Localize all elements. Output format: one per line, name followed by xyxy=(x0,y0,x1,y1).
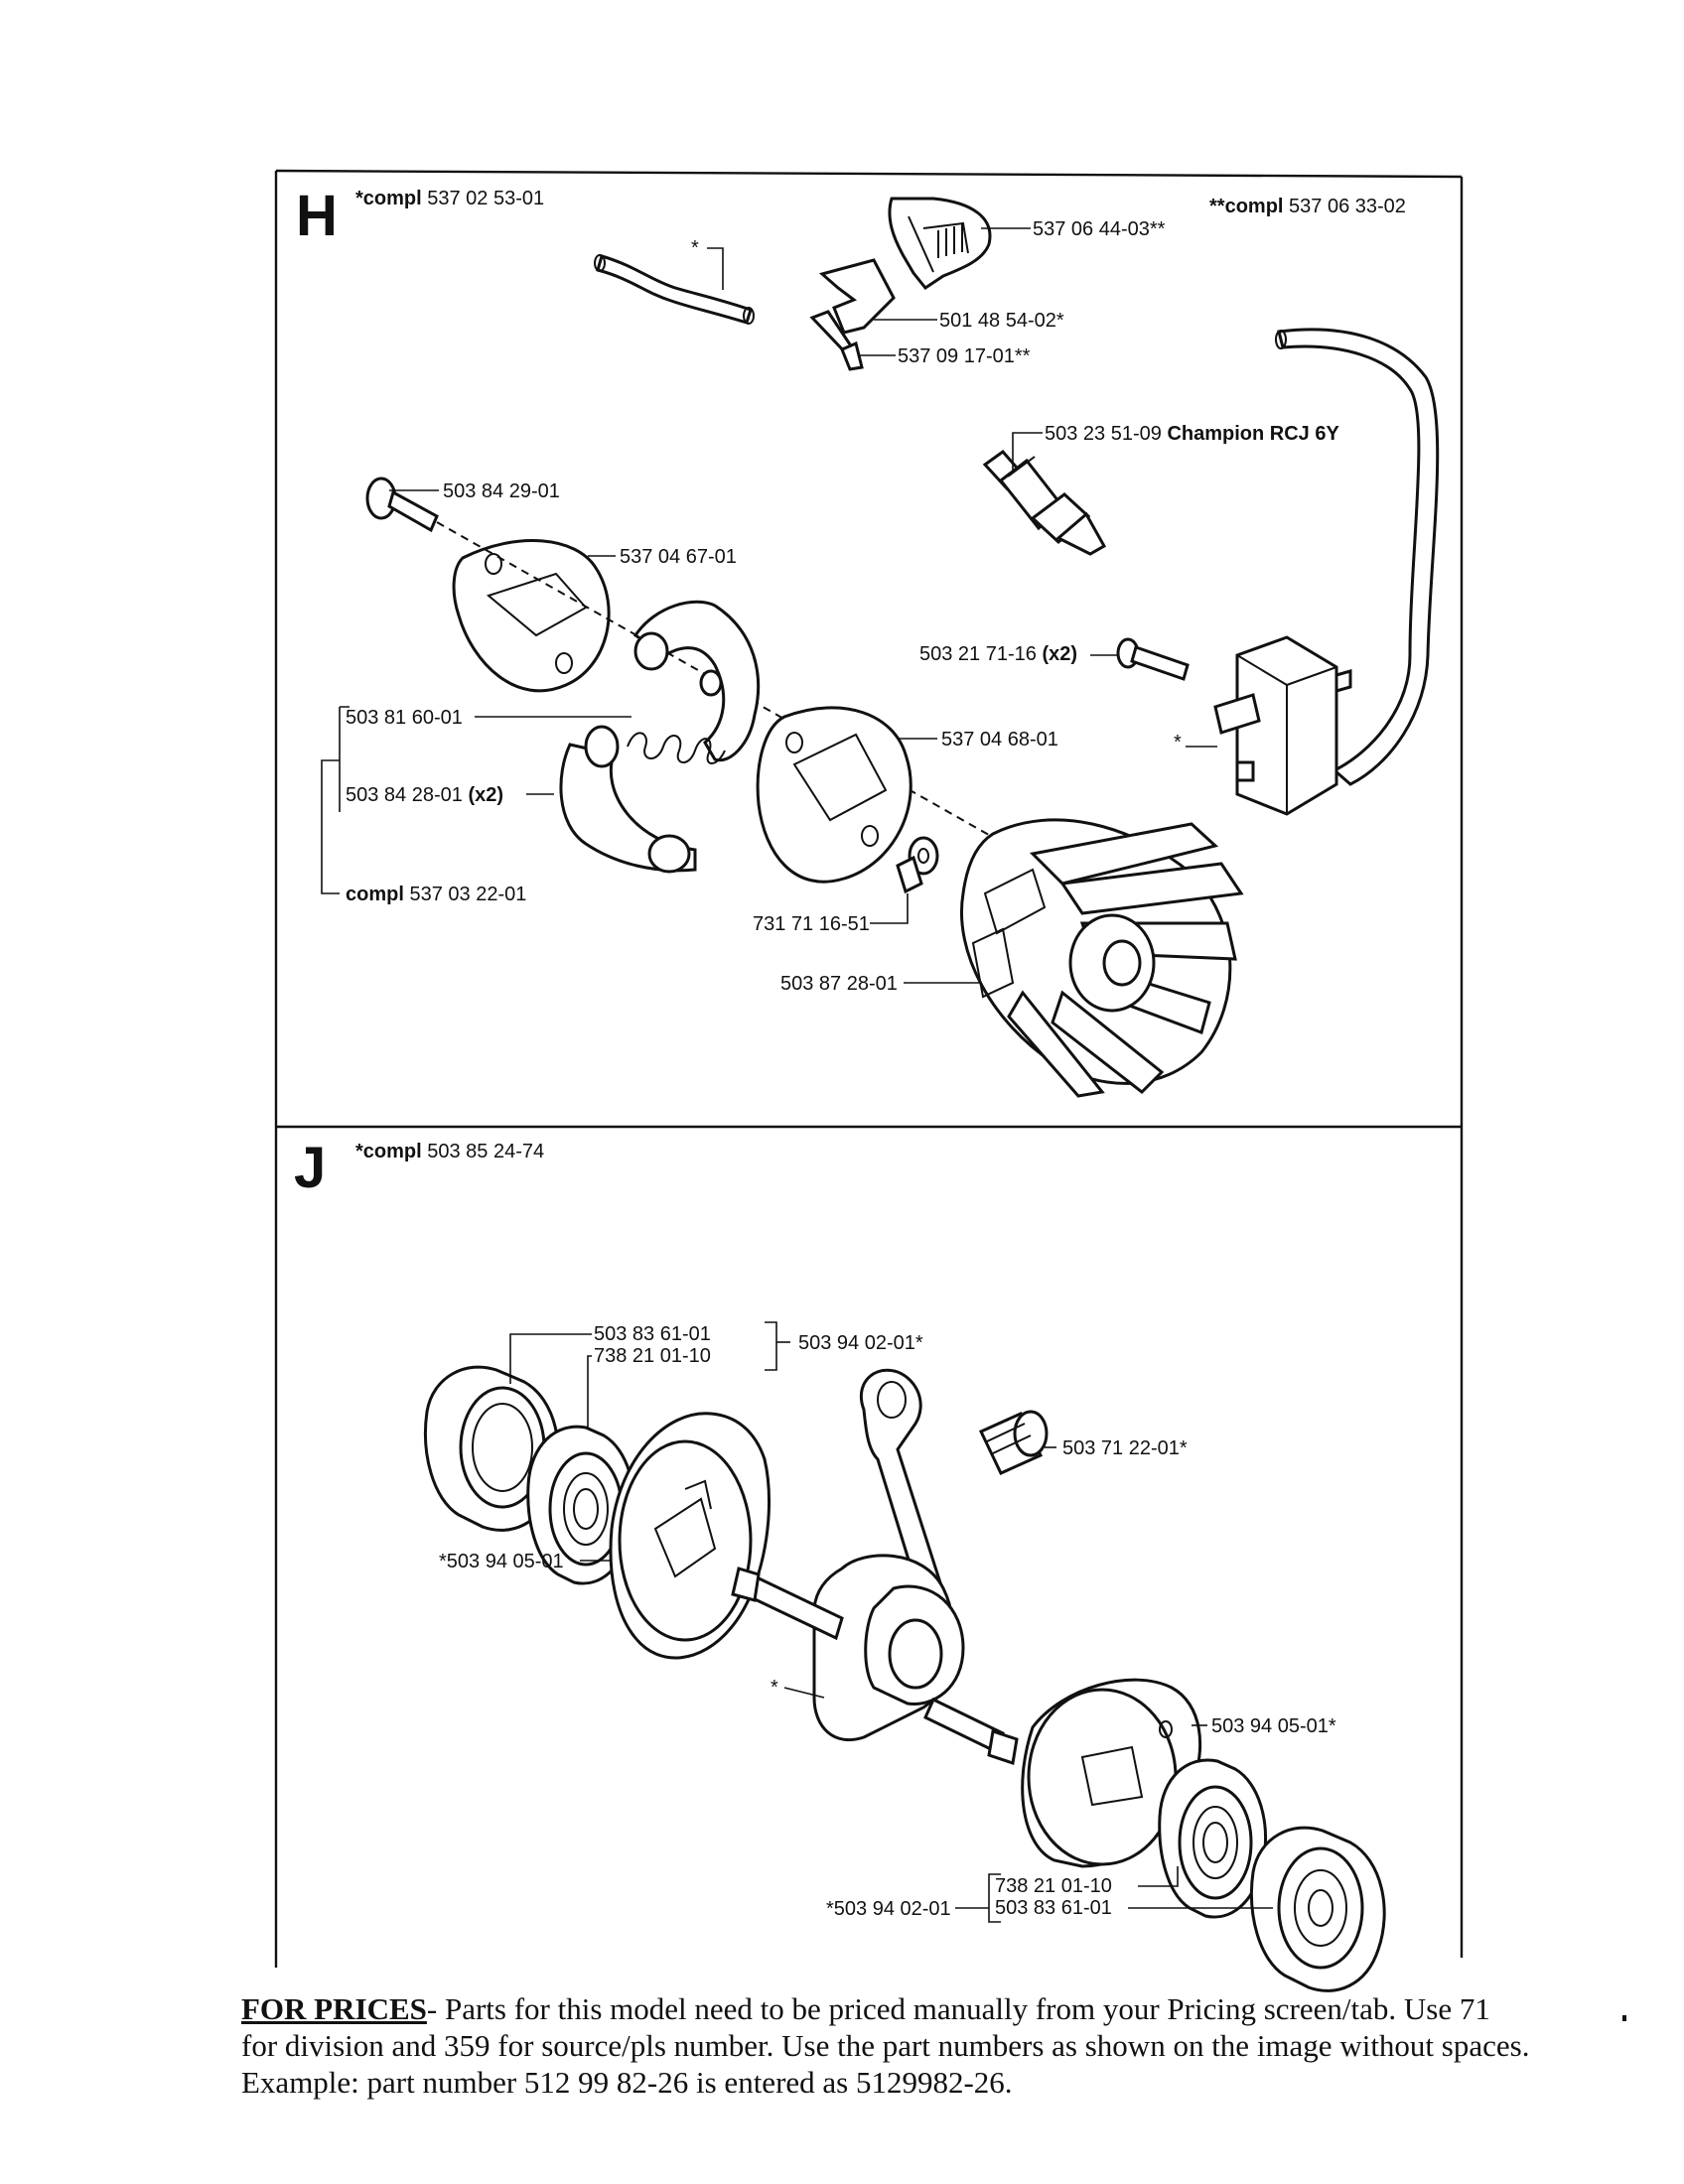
leader-q8 xyxy=(1138,1866,1179,1887)
ignition-lead xyxy=(1277,328,1440,786)
label-p2: 501 48 54-02* xyxy=(939,310,1064,332)
screw-503-84-29-01 xyxy=(365,477,439,533)
crankcase-half-upper xyxy=(609,1412,771,1660)
needle-bearing xyxy=(978,1410,1049,1475)
pin-part xyxy=(809,310,864,371)
clutch-shoe-upper xyxy=(632,600,761,762)
label-q9: 503 83 61-01 xyxy=(995,1897,1112,1919)
section-j-letter: J xyxy=(294,1136,326,1200)
flywheel xyxy=(960,818,1244,1098)
clutch-plate-outer xyxy=(452,539,611,693)
assembly-axis-h xyxy=(436,521,1093,894)
leader-q1 xyxy=(509,1333,592,1384)
label-p3: 537 09 17-01** xyxy=(898,345,1031,367)
leader-p4 xyxy=(1012,432,1043,471)
label-q8: 738 21 01-10 xyxy=(995,1875,1112,1897)
label-q5: *503 94 05-01 xyxy=(439,1551,564,1572)
label-p12: 731 71 16-51 xyxy=(753,913,870,935)
clutch-spring xyxy=(627,732,726,764)
ignition-module xyxy=(1213,635,1352,816)
label-h-star2: * xyxy=(1174,732,1182,753)
label-q1: 503 83 61-01 xyxy=(594,1323,711,1345)
pricing-note-heading: FOR PRICES xyxy=(241,1991,427,2026)
bearing-lower xyxy=(1158,1758,1267,1919)
label-p11: compl 537 03 22-01 xyxy=(346,884,526,905)
bracket-q1-q2 xyxy=(765,1321,777,1371)
section-h-letter: H xyxy=(296,184,338,248)
label-p4: 503 23 51-09 Champion RCJ 6Y xyxy=(1045,423,1339,445)
pricing-note-text: - Parts for this model need to be priced… xyxy=(241,1991,1530,2100)
section-frames xyxy=(274,169,1464,1968)
label-q6: 503 94 05-01* xyxy=(1211,1715,1336,1737)
crankshaft xyxy=(731,1368,1019,1765)
clutch-plate-inner xyxy=(756,706,912,884)
leader-h-star xyxy=(707,247,724,290)
label-j-star: * xyxy=(771,1677,778,1699)
label-p9: 537 04 68-01 xyxy=(941,729,1058,751)
seal-lower xyxy=(1249,1826,1386,1992)
bracket-q8-q9 xyxy=(988,1873,1001,1923)
label-p10: 503 84 28-01 (x2) xyxy=(346,784,503,806)
washer-nut xyxy=(896,836,939,894)
label-q4: 503 71 22-01* xyxy=(1062,1437,1188,1459)
label-p6: 537 04 67-01 xyxy=(620,546,737,568)
leader-q2 xyxy=(587,1355,592,1430)
section-h-compl-b: **compl 537 06 33-02 xyxy=(1209,196,1406,217)
label-p7: 503 21 71-16 (x2) xyxy=(919,643,1077,665)
section-h-compl-a: *compl 537 02 53-01 xyxy=(355,188,544,209)
fuel-hose xyxy=(594,254,755,325)
starter-cover-plate xyxy=(888,197,992,291)
spark-plug xyxy=(982,449,1107,556)
bracket-part xyxy=(818,258,896,335)
bearing-upper xyxy=(526,1425,635,1585)
bracket-p11 xyxy=(321,759,340,894)
ignition-lead-end xyxy=(1275,330,1287,349)
pricing-note: FOR PRICES- Parts for this model need to… xyxy=(241,1990,1532,2101)
clutch-shoe-lower xyxy=(559,725,697,874)
label-q3: 503 94 02-01* xyxy=(798,1332,923,1354)
label-p8: 503 81 60-01 xyxy=(346,707,463,729)
label-q2: 738 21 01-10 xyxy=(594,1345,711,1367)
leader-j-star xyxy=(783,1687,825,1699)
section-j-compl: *compl 503 85 24-74 xyxy=(355,1141,544,1162)
stray-mark xyxy=(1622,2015,1626,2021)
label-h-star: * xyxy=(691,237,699,259)
leader-p12 xyxy=(870,893,909,924)
bracket-p8-p10 xyxy=(339,706,350,812)
label-p5: 503 84 29-01 xyxy=(443,480,560,502)
seal-upper xyxy=(423,1365,560,1532)
label-p1: 537 06 44-03** xyxy=(1033,218,1166,240)
label-q7: *503 94 02-01 xyxy=(826,1898,951,1920)
screw-503-21-71-16 xyxy=(1116,637,1190,681)
label-p13: 503 87 28-01 xyxy=(780,973,898,995)
